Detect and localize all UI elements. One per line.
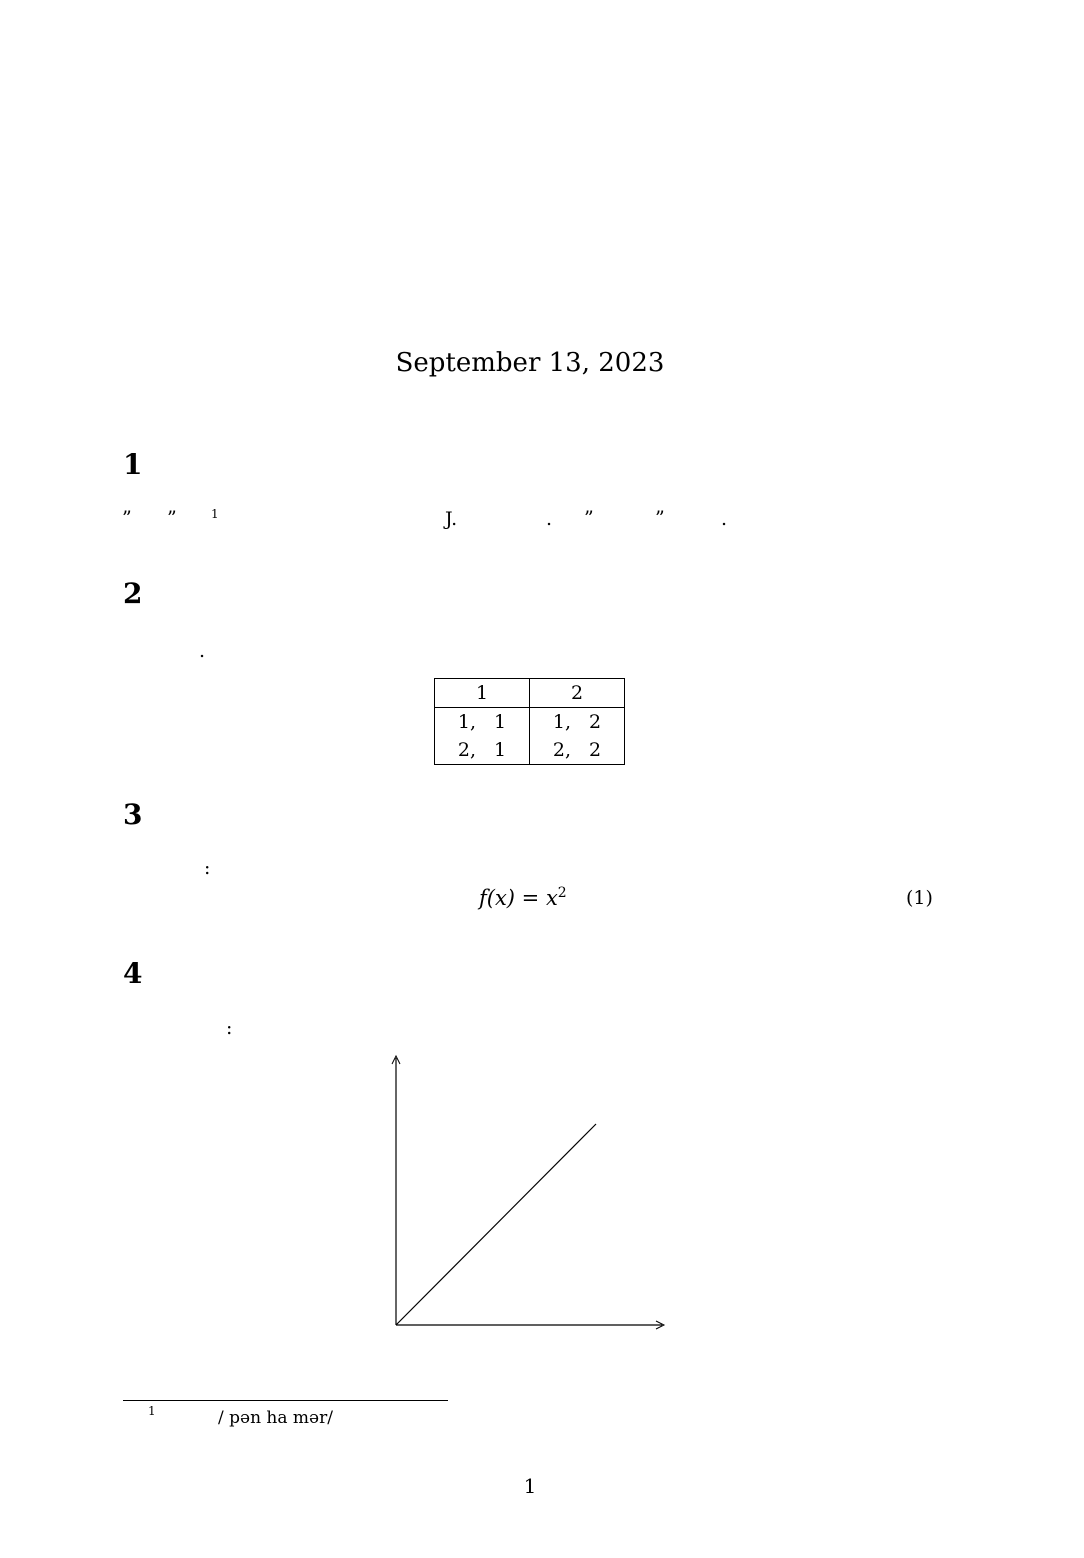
- cell-part: 2: [589, 739, 602, 761]
- y-axis-arrow-icon: [391, 1054, 401, 1065]
- x-axis-arrow-icon: [655, 1320, 666, 1330]
- cell-part: 1: [494, 739, 507, 761]
- equation: f(x) = x2: [479, 885, 567, 910]
- equation-body: f(x) = x: [479, 886, 558, 910]
- table-header-cell: 2: [529, 678, 625, 708]
- quote-mark: ”: [584, 507, 594, 529]
- quote-mark: ”: [655, 507, 665, 529]
- quote-mark: ”: [167, 507, 177, 529]
- document-date: September 13, 2023: [395, 348, 665, 378]
- table-cell: 1,1: [434, 707, 530, 736]
- diagonal-line: [395, 1123, 597, 1326]
- cell-part: 2,: [552, 739, 572, 761]
- table-cell: 2,1: [434, 736, 530, 765]
- footnote-marker[interactable]: 1: [211, 507, 219, 521]
- line-graph: [391, 1054, 666, 1330]
- table-header-cell: 1: [434, 678, 530, 708]
- page-number: 1: [523, 1474, 537, 1498]
- section-4-colon: :: [226, 1017, 233, 1039]
- section-2-number: 2: [123, 577, 143, 610]
- period: .: [546, 508, 553, 530]
- table-cell: 2,2: [529, 736, 625, 765]
- cell-part: 1,: [552, 711, 572, 733]
- equation-number: (1): [906, 887, 933, 909]
- footnote-text: / pən ha mər/: [218, 1408, 333, 1428]
- quote-mark: ”: [122, 507, 132, 529]
- cell-part: 2: [589, 711, 602, 733]
- data-table: 1 2 1,1 1,2 2,1 2,2: [434, 678, 625, 765]
- footnote-rule: [123, 1400, 448, 1401]
- section-4-number: 4: [123, 957, 143, 990]
- section-2-text: .: [199, 640, 206, 662]
- equation-exponent: 2: [557, 885, 567, 901]
- author-initial: J.: [445, 508, 458, 530]
- cell-part: 1,: [457, 711, 477, 733]
- section-3-number: 3: [123, 798, 143, 831]
- period: .: [721, 508, 728, 530]
- table-cell: 1,2: [529, 707, 625, 736]
- cell-part: 1: [494, 711, 507, 733]
- section-3-colon: :: [204, 857, 211, 879]
- section-1-number: 1: [123, 448, 143, 481]
- footnote-number: 1: [148, 1404, 156, 1418]
- cell-part: 2,: [457, 739, 477, 761]
